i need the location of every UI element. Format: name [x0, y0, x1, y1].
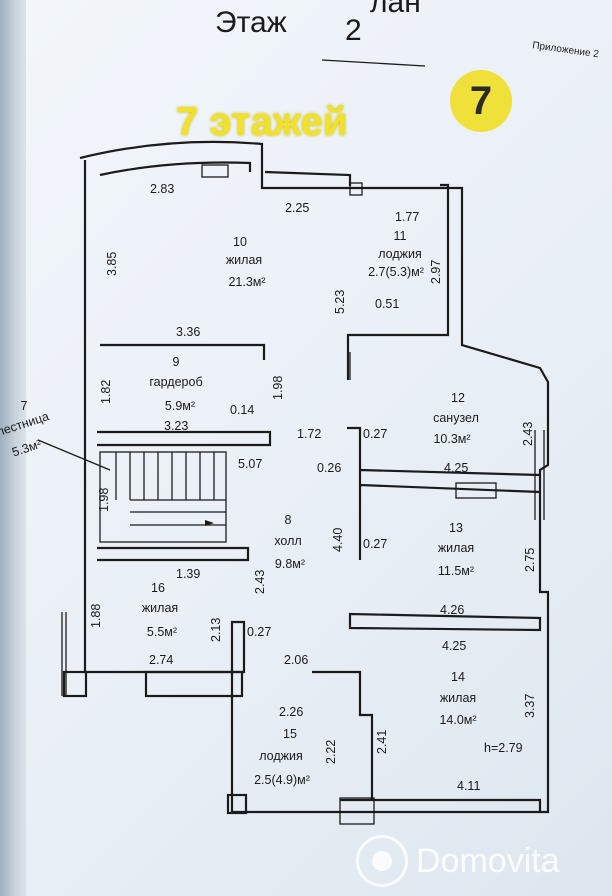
room-12-number: 12 — [451, 391, 465, 405]
dim-label: 5.07 — [238, 457, 262, 471]
room-14-area: 14.0м² — [439, 713, 476, 727]
dim-label: 2.43 — [521, 422, 535, 446]
room-10-number: 10 — [233, 235, 247, 249]
dim-label: 4.11 — [457, 779, 480, 793]
dim-label: 1.77 — [395, 210, 419, 224]
room-labels: 10 жилая 21.3м² 11 лоджия 2.7(5.3)м² 9 г… — [0, 229, 479, 787]
room-15-name: лоджия — [259, 749, 303, 763]
room-13-number: 13 — [449, 521, 463, 535]
floor-underline — [321, 59, 426, 67]
room-13-name: жилая — [438, 541, 474, 555]
title-fragment: лан — [370, 0, 421, 19]
room-13-area: 11.5м² — [438, 564, 474, 578]
dim-label: 1.88 — [89, 604, 103, 628]
dim-label: 2.75 — [523, 548, 537, 572]
page-fold-shadow — [0, 0, 26, 896]
room-14-number: 14 — [451, 670, 465, 684]
room-12-name: санузел — [433, 411, 479, 425]
dim-label: 0.27 — [363, 537, 387, 551]
dim-label: 2.06 — [284, 653, 308, 667]
dim-label: 0.26 — [317, 461, 341, 475]
dim-label: 2.13 — [209, 618, 223, 642]
logo-glyph: 7 — [469, 78, 493, 123]
dim-label: 2.74 — [149, 653, 173, 667]
dim-label: 2.22 — [324, 740, 338, 764]
room-7-area: 5.3м² — [10, 437, 43, 460]
room-16-number: 16 — [151, 581, 165, 595]
dim-label: 4.26 — [440, 603, 464, 617]
dim-label: 2.25 — [285, 201, 309, 215]
dim-label: 5.23 — [333, 290, 347, 314]
dim-label: 2.43 — [253, 570, 267, 594]
room-9-name: гардероб — [149, 375, 202, 389]
watermark-text: Domovita — [416, 841, 560, 880]
dim-label: 3.85 — [105, 252, 119, 276]
dim-label: 3.23 — [164, 419, 188, 433]
room-11-name: лоджия — [378, 247, 422, 261]
room-8-number: 8 — [285, 513, 292, 527]
dim-label: 4.25 — [442, 639, 466, 653]
dim-label: 1.82 — [99, 380, 113, 404]
dim-label: 3.37 — [523, 694, 537, 718]
room-16-area: 5.5м² — [147, 625, 177, 639]
dim-label: 0.14 — [230, 403, 254, 417]
floor-label: Этаж — [215, 6, 287, 39]
brand-logo-icon: 7 — [450, 70, 512, 132]
dim-label: 1.98 — [97, 488, 111, 512]
room-14-name: жилая — [440, 691, 476, 705]
room-11-area: 2.7(5.3)м² — [368, 265, 424, 279]
room-15-number: 15 — [283, 727, 297, 741]
dim-label: 3.36 — [176, 325, 200, 339]
room-8-area: 9.8м² — [275, 557, 305, 571]
room-15-area: 2.5(4.9)м² — [254, 773, 310, 787]
watermark: Domovita — [356, 835, 560, 887]
dim-label: 1.72 — [297, 427, 321, 441]
dim-label: 0.51 — [375, 297, 399, 311]
dim-label: 2.41 — [375, 730, 389, 754]
dim-label: 0.27 — [363, 427, 387, 441]
room-9-area: 5.9м² — [165, 399, 195, 413]
staircase — [37, 439, 227, 543]
room-12-area: 10.3м² — [433, 432, 470, 446]
room-16-name: жилая — [142, 601, 178, 615]
room-10-area: 21.3м² — [228, 275, 265, 289]
room-10-name: жилая — [226, 253, 262, 267]
floors-badge-text: 7 этажей — [176, 100, 348, 144]
ceiling-height: h=2.79 — [484, 741, 523, 755]
dimension-labels: 2.83 2.25 1.77 3.85 2.97 5.23 0.51 3.36 … — [89, 182, 537, 793]
room-8-name: холл — [274, 534, 301, 548]
dim-label: 2.83 — [150, 182, 174, 196]
room-9-number: 9 — [173, 355, 180, 369]
dim-label: 4.25 — [444, 461, 468, 475]
floor-number: 2 — [345, 14, 362, 47]
watermark-logo-icon — [356, 835, 408, 887]
dim-label: 1.98 — [271, 376, 285, 400]
dim-label: 2.97 — [429, 260, 443, 284]
appendix-note: Приложение 2 — [532, 40, 600, 60]
dim-label: 2.26 — [279, 705, 303, 719]
room-7-name: лестница — [0, 409, 51, 439]
walls — [61, 140, 550, 825]
room-11-number: 11 — [394, 229, 407, 243]
dim-label: 4.40 — [331, 528, 345, 552]
dim-label: 0.27 — [247, 625, 271, 639]
room-7-number: 7 — [21, 399, 28, 413]
dim-label: 1.39 — [176, 567, 200, 581]
